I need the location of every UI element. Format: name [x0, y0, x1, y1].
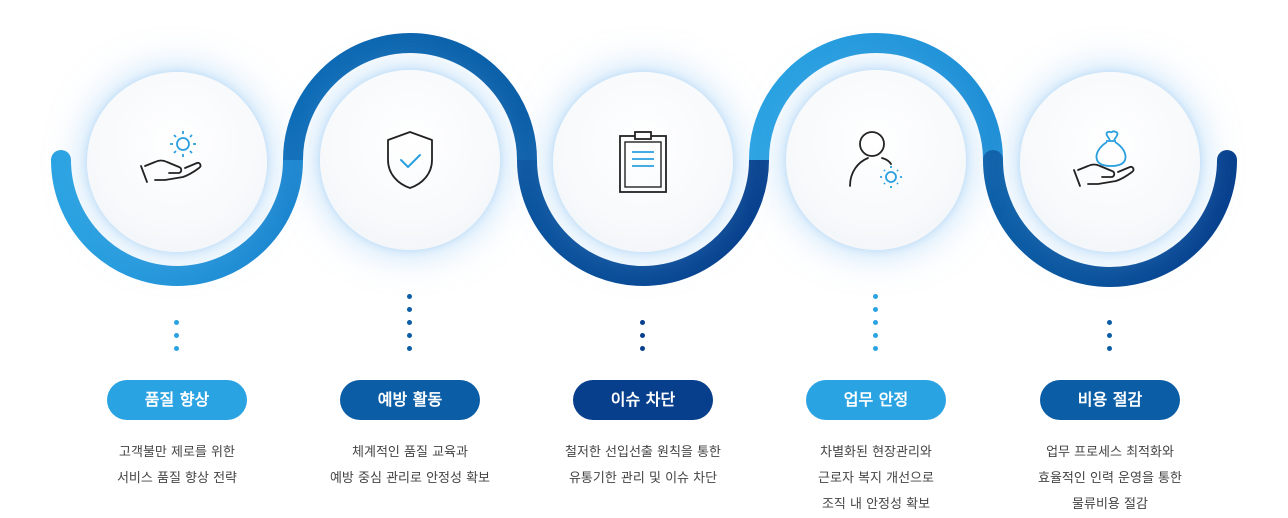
step-circle: [320, 70, 500, 250]
step-description: 고객불만 제로를 위한 서비스 품질 향상 전략: [116, 445, 238, 486]
step-circle: [553, 72, 733, 252]
step-issue-block: 이슈 차단 철저한 선입선출 원칙을 통한 유통기한 관리 및 이슈 차단: [527, 0, 759, 516]
step-prevention: 예방 활동 체계적인 품질 교육과 예방 중심 관리로 안정성 확보: [294, 0, 526, 516]
step-title-pill: 비용 절감: [1040, 380, 1180, 420]
step-circle: [786, 70, 966, 250]
step-description: 업무 프로세스 최적화와 효율적인 인력 운영을 통한 물류비용 절감: [1038, 445, 1182, 512]
step-title-pill: 이슈 차단: [573, 380, 713, 420]
wave-segment-5: [983, 150, 1237, 287]
connector-dots: [873, 294, 879, 359]
step-description: 철저한 선입선출 원칙을 통한 유통기한 관리 및 이슈 차단: [565, 445, 721, 486]
wave-segment-2: [283, 33, 537, 161]
hand-money-bag-icon: [1073, 130, 1135, 187]
clipboard-icon: [619, 131, 667, 193]
connector-dots: [407, 294, 413, 359]
hand-gear-icon: [140, 131, 202, 183]
step-cost-reduction: 비용 절감 업무 프로세스 최적화와 효율적인 인력 운영을 통한 물류비용 절…: [994, 0, 1226, 516]
step-work-stability: 업무 안정 차별화된 현장관리와 근로자 복지 개선으로 조직 내 안정성 확보: [760, 0, 992, 516]
step-circle: [1020, 72, 1200, 252]
connector-dots: [640, 320, 646, 359]
wave-segment-3: [517, 159, 769, 286]
step-circle: [87, 72, 267, 252]
step-title-pill: 업무 안정: [806, 380, 946, 420]
step-title-pill: 품질 향상: [107, 380, 247, 420]
wave-segment-4: [749, 33, 1003, 161]
shield-check-icon: [387, 131, 433, 189]
step-description: 체계적인 품질 교육과 예방 중심 관리로 안정성 확보: [329, 445, 491, 486]
connector-dots: [174, 320, 180, 359]
step-description: 차별화된 현장관리와 근로자 복지 개선으로 조직 내 안정성 확보: [818, 445, 934, 512]
connector-dots: [1107, 320, 1113, 359]
user-gear-icon: [849, 131, 902, 188]
wave-segment-1: [51, 150, 303, 286]
step-title-pill: 예방 활동: [340, 380, 480, 420]
step-quality: 품질 향상 고객불만 제로를 위한 서비스 품질 향상 전략: [61, 0, 293, 516]
